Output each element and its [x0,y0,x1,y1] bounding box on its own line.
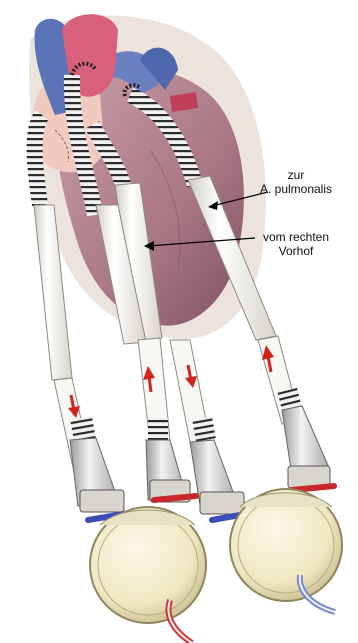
pump-bag-right [230,489,342,601]
label-vorhof-line2: Vorhof [246,244,346,258]
label-vorhof-line1: vom rechten [246,230,346,244]
label-vorhof: vom rechten Vorhof [246,230,346,258]
label-pulmonalis-line2: A. pulmonalis [246,182,346,196]
label-pulmonalis: zur A. pulmonalis [246,168,346,196]
label-pulmonalis-line1: zur [246,168,346,182]
flow-arrows [68,345,274,418]
pump-bag-left [90,507,206,623]
